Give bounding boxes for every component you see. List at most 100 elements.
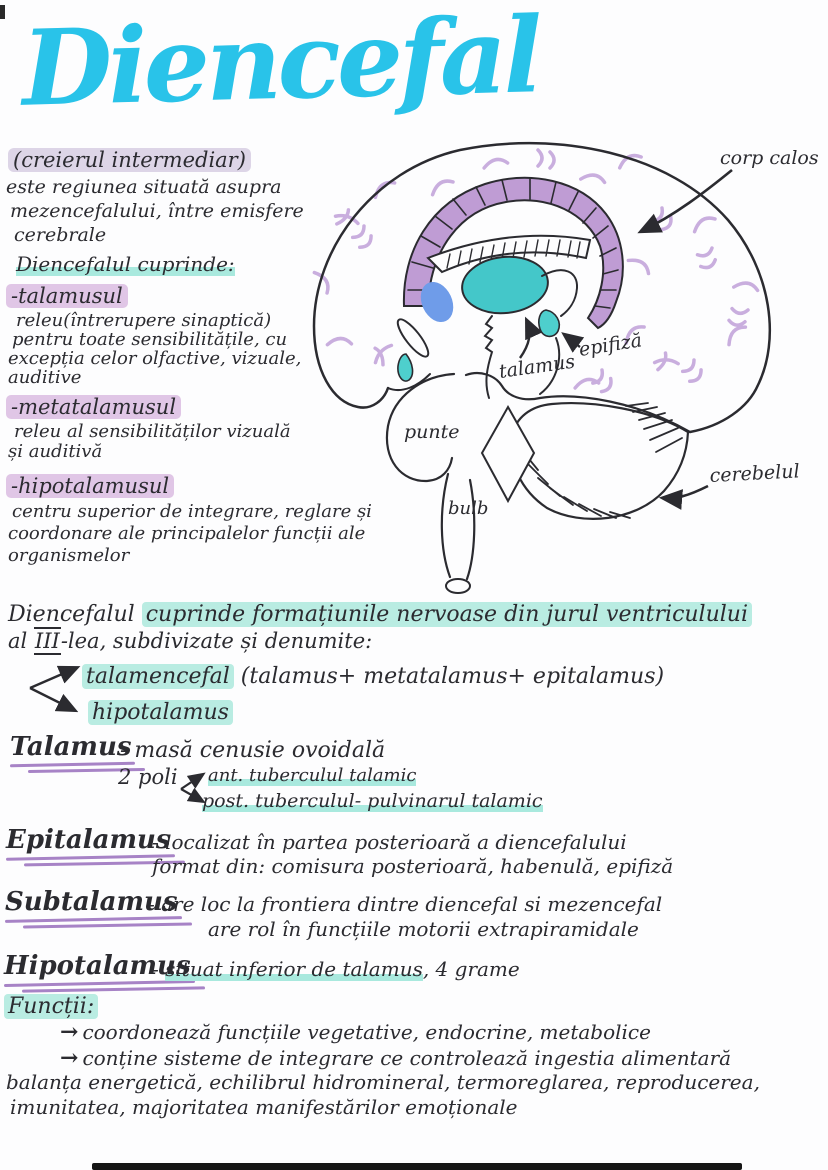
formatiuni-line1-highlight: cuprinde formațiunile nervoase din jurul… [141, 602, 753, 627]
corpus-callosum-hatching [407, 177, 619, 309]
talamusul-desc-line: releu(întrerupere sinaptică) [16, 310, 272, 331]
epitalamus-line2: format din: comisura posterioară, habenu… [152, 854, 674, 878]
fornix [426, 234, 592, 274]
arrow-cerebelul [658, 484, 709, 510]
epitalamus-heading: Epitalamus [6, 825, 171, 856]
term-metatalamusul: -metatalamusul [6, 395, 182, 419]
formatiuni-line2: al III-lea, subdivizate și denumite: [8, 627, 373, 655]
formatiuni-line1-plain: Diencefalul [8, 602, 142, 627]
right-arrow-icon: → [60, 1045, 79, 1071]
cuprinde-heading: Diencefalul cuprinde: [16, 253, 235, 276]
brain-diagram: corp calos talamus epifiză punte bulb ce… [312, 141, 819, 594]
poli-fork-arrows [180, 772, 206, 804]
blue-nucleus-shape [420, 281, 454, 323]
hipotalamus-line: - situat inferior de talamus, 4 grame [152, 958, 520, 981]
hipotalamusul-desc-line: organismelor [8, 545, 130, 566]
label-cerebelul: cerebelul [709, 460, 800, 487]
talamus-pole-post-text: post. tuberculul- pulvinarul talamic [202, 790, 543, 812]
cuprinde-heading-text: Diencefalul cuprinde: [16, 252, 235, 276]
formatiuni-line2-pre: al [8, 629, 34, 653]
branch-talamencefal-word: talamencefal [82, 664, 234, 689]
pons-outline [385, 372, 456, 483]
infundibulum-shape [396, 318, 430, 358]
fourth-ventricle [480, 404, 536, 504]
talamusul-desc-line: excepția celor olfactive, vizuale, [8, 348, 302, 369]
scan-artifact-mark [0, 5, 5, 19]
talamus-pole-ant-text: ant. tuberculul talamic [208, 765, 417, 786]
talamus-heading-text: Talamus [10, 732, 132, 762]
posterior-midbrain-line [539, 337, 561, 395]
label-talamus: talamus [498, 351, 577, 383]
metatalamusul-desc-line: și auditivă [8, 441, 103, 462]
subtalamus-heading-text: Subtalamus [5, 887, 178, 917]
thalamus-shape [461, 255, 549, 315]
label-corp-calos: corp calos [720, 147, 819, 169]
talamus-pole-ant: ant. tuberculul talamic [208, 765, 417, 787]
talamus-text: - masă cenusie ovoidală [120, 738, 386, 763]
intro-line: cerebrale [14, 224, 107, 246]
talamus-heading: Talamus [10, 732, 132, 763]
term-talamusul: -talamusul [6, 284, 128, 308]
cerebrum-base-line [464, 371, 692, 434]
roman-numeral-three: III [33, 627, 61, 655]
cerebellum-hatching [519, 402, 683, 519]
hipotalamusul-desc-line: coordonare ale principalelor funcții ale [8, 523, 366, 544]
label-epifiza: epifiză [577, 329, 643, 361]
label-bulb: bulb [448, 498, 488, 519]
branch-hipotalamus: hipotalamus [88, 700, 233, 725]
page-title: Diencefal [20, 0, 541, 130]
formatiuni-line1: Diencefalul cuprinde formațiunile nervoa… [8, 602, 753, 627]
talamusul-desc-line: auditive [8, 367, 82, 388]
fornix-hatching [446, 239, 581, 269]
term-hipotalamusul-text: -hipotalamusul [6, 474, 175, 498]
epitalamus-line1: - localizat în partea posterioară a dien… [152, 830, 627, 854]
hipotalamus-line-pre: - [152, 957, 166, 981]
hypothalamic-floor-line [387, 373, 431, 392]
talamus-poli: 2 poli [118, 765, 178, 789]
arrow-talamus [519, 316, 543, 359]
term-metatalamusul-text: -metatalamusul [6, 395, 182, 419]
arrow-epifiza [561, 332, 585, 353]
formatiuni-line2-post: -lea, subdivizate și denumite: [60, 629, 373, 653]
intro-line: este regiunea situată asupra [6, 176, 282, 198]
branch-fork-arrows [29, 665, 81, 713]
right-arrow-icon: → [60, 1019, 79, 1045]
branch-talamencefal-rest: (talamus+ metatalamus+ epitalamus) [233, 664, 665, 689]
scan-edge-bar [92, 1163, 742, 1170]
cerebellum [510, 402, 690, 520]
medulla-outline [440, 472, 476, 581]
branch-hipotalamus-word: hipotalamus [88, 700, 233, 725]
subtalamus-line1: - are loc la frontiera dintre diencefal … [148, 892, 663, 916]
label-punte: punte [404, 421, 460, 443]
functii-line1: →coordonează funcțiile vegetative, endoc… [60, 1019, 651, 1045]
talamus-pole-post: post. tuberculul- pulvinarul talamic [202, 790, 543, 813]
hipotalamus-heading-text: Hipotalamus [4, 951, 191, 981]
cerebrum-outline [312, 141, 772, 434]
functii-line4: imunitatea, majoritatea manifestărilor e… [10, 1095, 518, 1119]
epitalamus-heading-text: Epitalamus [6, 825, 171, 855]
medulla-end [445, 578, 471, 594]
branch-talamencefal: talamencefal (talamus+ metatalamus+ epit… [82, 664, 664, 689]
functii-line2: →conține sisteme de integrare ce control… [60, 1045, 732, 1071]
functii-line3: balanța energetică, echilibrul hidromine… [6, 1070, 760, 1094]
term-hipotalamusul: -hipotalamusul [6, 474, 175, 498]
hipotalamusul-desc-line: centru superior de integrare, reglare și [12, 501, 372, 522]
epiphysis-hook-line [541, 269, 579, 317]
term-talamusul-text: -talamusul [6, 284, 128, 308]
subtalamus-line2: are rol în funcțiile motorii extrapirami… [208, 917, 639, 941]
pituitary-shape [397, 353, 414, 382]
functii-line2-text: conține sisteme de integrare ce controle… [82, 1046, 732, 1070]
arrow-corp-calos [637, 168, 733, 234]
hipotalamus-line-post: , 4 grame [422, 957, 520, 981]
talamusul-desc-line: pentru toate sensibilitățile, cu [12, 329, 288, 350]
functii-line1-text: coordonează funcțiile vegetative, endocr… [82, 1020, 651, 1044]
functii-heading: Funcții: [4, 994, 99, 1019]
intro-line: mezencefalului, între emisfere [10, 200, 304, 222]
midbrain-zigzag-line [483, 315, 494, 399]
functii-heading-text: Funcții: [4, 994, 99, 1019]
subtitle: (creierul intermediar) [8, 148, 251, 172]
corpus-callosum [402, 177, 624, 330]
subtitle-text: (creierul intermediar) [8, 148, 251, 172]
hipotalamus-line-highlight: situat inferior de talamus [165, 957, 423, 981]
